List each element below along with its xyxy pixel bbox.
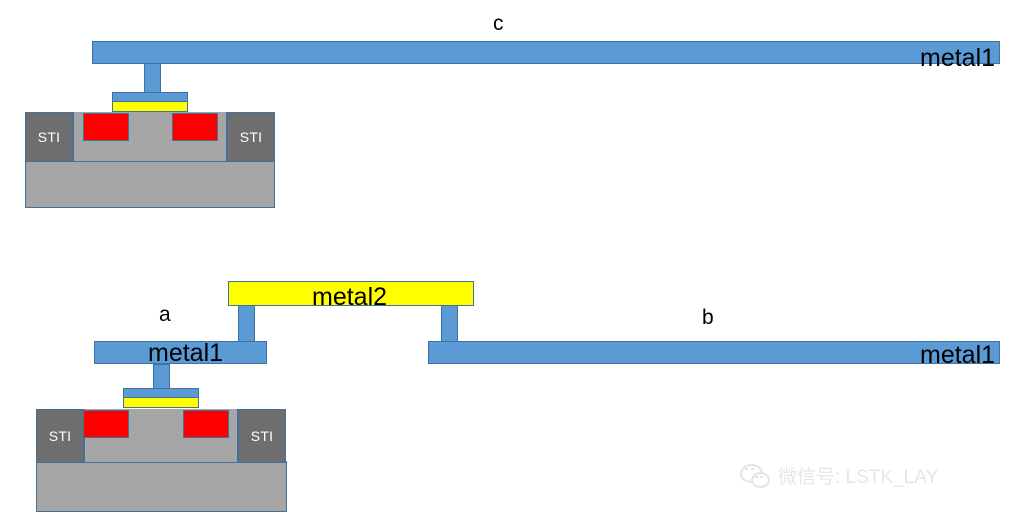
bottom-via-right [441, 305, 458, 342]
bottom-sti-right: STI [238, 409, 286, 463]
bottom-sti-left: STI [36, 409, 84, 463]
top-sti-left: STI [25, 112, 73, 162]
top-sti-left-label: STI [37, 129, 61, 145]
node-label-a: a [159, 303, 171, 326]
top-source-region [83, 113, 129, 141]
watermark: 微信号: LSTK_LAY [740, 462, 938, 489]
bottom-via-left [238, 305, 255, 342]
wechat-icon [740, 463, 770, 488]
bottom-metal1-right [428, 341, 1000, 364]
bottom-gate-contact-via [153, 364, 170, 389]
bottom-sti-left-label: STI [48, 428, 72, 444]
node-label-b: b [702, 306, 714, 329]
bottom-drain-region [183, 410, 229, 438]
top-metal1-label: metal1 [920, 44, 996, 72]
bottom-gate-oxide [123, 397, 199, 408]
bottom-metal2-rail [228, 281, 474, 306]
node-label-c: c [493, 12, 504, 35]
top-gate-oxide [112, 101, 188, 112]
bottom-substrate-bulk [36, 461, 287, 512]
bottom-source-region [83, 410, 129, 438]
top-sti-right: STI [227, 112, 275, 162]
bottom-metal1-left-label: metal1 [148, 339, 224, 367]
watermark-text: 微信号: LSTK_LAY [778, 467, 939, 488]
bottom-metal1-left [94, 341, 267, 364]
bottom-metal1-right-label: metal1 [920, 341, 996, 369]
top-metal1-rail [92, 41, 1000, 64]
top-drain-region [172, 113, 218, 141]
top-substrate-bulk [25, 158, 275, 208]
bottom-sti-right-label: STI [250, 428, 274, 444]
bottom-metal2-label: metal2 [312, 283, 388, 311]
top-gate-contact-via [144, 63, 161, 93]
top-sti-right-label: STI [239, 129, 263, 145]
